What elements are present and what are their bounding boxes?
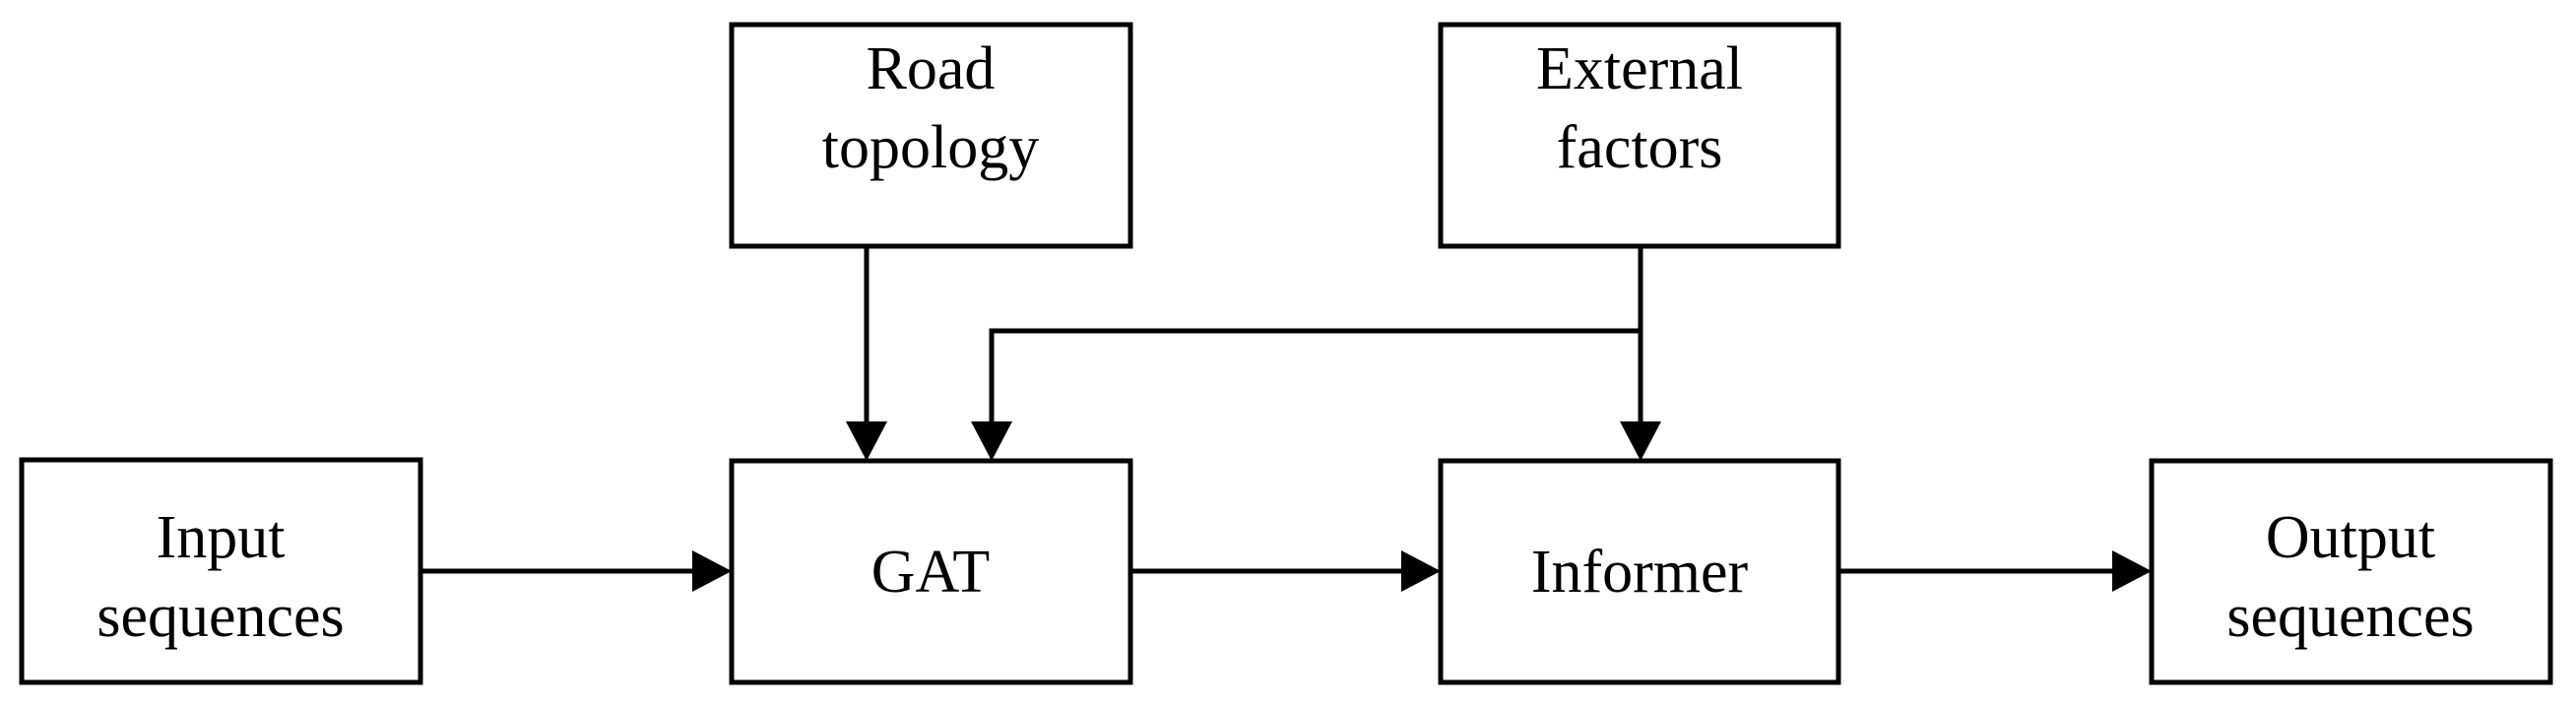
node-input-sequences-label-line2: sequences bbox=[97, 583, 344, 650]
node-external-factors-label-line1: External bbox=[1536, 35, 1743, 102]
edge-road-topology-to-gat bbox=[846, 246, 887, 461]
edge-external-factors-to-gat-arrowhead bbox=[971, 421, 1012, 461]
node-output-sequences[interactable]: Output sequences bbox=[2149, 458, 2553, 685]
edge-external-factors-to-informer bbox=[1620, 246, 1661, 461]
node-input-sequences-label-line1: Input bbox=[157, 504, 286, 571]
edge-input-to-gat bbox=[420, 550, 732, 592]
node-road-topology[interactable]: Road topology bbox=[729, 22, 1133, 249]
node-informer-box[interactable] bbox=[1438, 458, 1841, 685]
node-output-sequences-box[interactable] bbox=[2149, 458, 2553, 685]
edge-gat-to-informer bbox=[1130, 550, 1441, 592]
node-road-topology-label-line1: Road bbox=[867, 35, 996, 102]
edge-external-factors-to-gat bbox=[971, 328, 1641, 461]
node-external-factors-label-line2: factors bbox=[1557, 114, 1723, 181]
node-informer-label-line1: Informer bbox=[1531, 539, 1749, 606]
node-output-sequences-label-line1: Output bbox=[2266, 504, 2435, 571]
node-gat[interactable]: GAT bbox=[729, 458, 1133, 685]
node-external-factors[interactable]: External factors bbox=[1438, 22, 1841, 249]
node-informer[interactable]: Informer bbox=[1438, 458, 1841, 685]
edge-road-topology-to-gat-arrowhead bbox=[846, 421, 887, 461]
node-input-sequences-box[interactable] bbox=[19, 457, 423, 685]
edge-input-to-gat-arrowhead bbox=[692, 550, 732, 592]
edge-informer-to-output-arrowhead bbox=[2112, 550, 2152, 592]
node-output-sequences-label-line2: sequences bbox=[2226, 583, 2474, 650]
node-external-factors-box[interactable] bbox=[1438, 22, 1841, 249]
node-gat-box[interactable] bbox=[729, 458, 1133, 685]
node-gat-label-line1: GAT bbox=[871, 539, 991, 606]
edge-external-factors-to-gat-polyline bbox=[989, 328, 1641, 451]
edge-gat-to-informer-arrowhead bbox=[1401, 550, 1441, 592]
node-input-sequences[interactable]: Input sequences bbox=[19, 457, 423, 685]
edge-external-factors-to-informer-arrowhead bbox=[1620, 421, 1661, 461]
node-road-topology-box[interactable] bbox=[729, 22, 1133, 249]
node-road-topology-label-line2: topology bbox=[822, 114, 1039, 181]
edge-informer-to-output bbox=[1838, 550, 2152, 592]
